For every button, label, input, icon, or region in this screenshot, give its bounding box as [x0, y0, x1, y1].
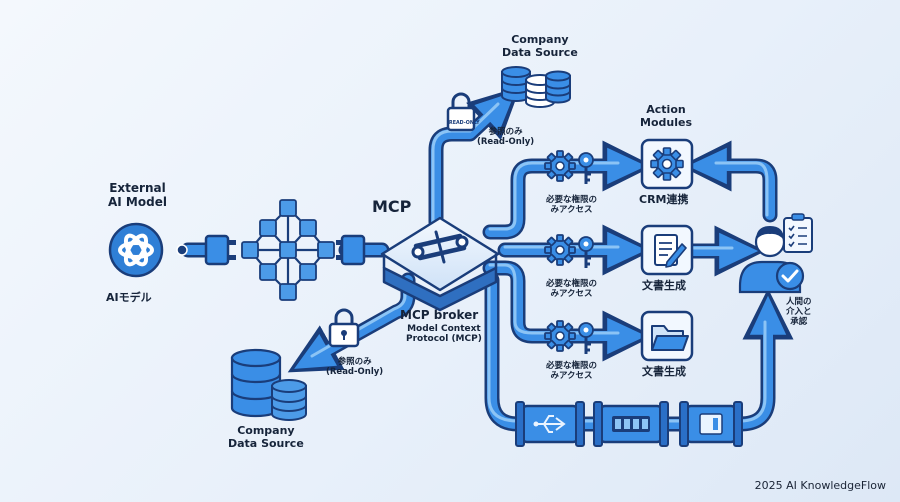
plug-left-icon [204, 234, 236, 266]
folder-module-label: 文書生成 [642, 365, 686, 378]
external-model-heading-line1: External [109, 181, 166, 195]
access-note-3: 必要な権限の みアクセス [546, 361, 598, 382]
bottom-source-label: Company Data Source [228, 424, 304, 450]
bottom-source-label-line2: Data Source [228, 436, 304, 450]
gear-key-icon-2 [544, 234, 594, 268]
checklist-icon [783, 213, 813, 253]
access-note-2: 必要な権限の みアクセス [546, 279, 598, 300]
human-approval-label-line3: 承認 [790, 316, 808, 327]
mcp-broker-title: MCP broker [400, 308, 479, 322]
action-modules-heading-line2: Modules [640, 115, 692, 129]
external-model-heading-line2: AI Model [108, 194, 167, 209]
top-source-label-line2: Data Source [502, 45, 578, 59]
mcp-title: MCP [372, 197, 412, 216]
access-note-1: 必要な権限の みアクセス [546, 195, 598, 216]
gear-key-icon-1 [544, 150, 594, 184]
database-icon-top [501, 66, 571, 108]
human-approval-label: 人間の 介入と 承認 [786, 297, 812, 327]
access-note-2-line2: みアクセス [550, 288, 593, 299]
footer-credit: 2025 AI KnowledgeFlow [754, 479, 886, 492]
external-model-heading: External AI Model [108, 181, 167, 210]
mcp-broker-subtitle: Model Context Protocol (MCP) [406, 324, 482, 345]
connector-dot [176, 244, 188, 256]
lock-icon-bottom [328, 308, 360, 348]
folder-module-box [640, 310, 694, 362]
mcp-broker-tile [380, 216, 500, 312]
mcp-symbol-icon [411, 230, 469, 264]
top-source-access-line1: 参照のみ [488, 127, 523, 137]
access-note-1-line2: みアクセス [550, 204, 593, 215]
top-source-label-line1: Company [511, 33, 569, 46]
access-note-3-line2: みアクセス [550, 370, 593, 381]
plug-right-icon [336, 234, 366, 266]
external-model-caption: AIモデル [106, 291, 152, 304]
read-only-badge: READ-ONLY [449, 121, 480, 126]
lock-icon-top [446, 92, 476, 132]
pipe-segment-usb [515, 401, 585, 447]
document-module-box [640, 224, 694, 276]
pipe-segment-slots [593, 401, 669, 447]
top-source-access-line2: (Read-Only) [477, 136, 535, 147]
top-source-access: 参照のみ (Read-Only) [477, 127, 535, 148]
human-approval-label-line1: 人間の [786, 297, 812, 307]
bottom-source-access-line2: (Read-Only) [326, 366, 384, 377]
bottom-source-access-line1: 参照のみ [337, 357, 372, 367]
access-note-3-line1: 必要な権限の [546, 361, 598, 371]
pipe-bottom-loop [484, 272, 794, 432]
action-modules-heading-line1: Action [646, 103, 686, 116]
gear-key-icon-3 [544, 320, 594, 354]
approval-check-icon [775, 261, 805, 291]
pipe-human-to-crm [680, 140, 778, 223]
mcp-broker-subtitle-line1: Model Context [407, 324, 481, 334]
docgen-module-label: 文書生成 [642, 279, 686, 292]
access-note-2-line1: 必要な権限の [546, 279, 598, 289]
neural-network-icon [241, 199, 335, 301]
bottom-source-label-line1: Company [237, 424, 295, 437]
access-note-1-line1: 必要な権限の [546, 195, 598, 205]
database-icon-bottom [230, 348, 307, 421]
openai-logo-icon [108, 222, 164, 278]
mcp-broker-subtitle-line2: Protocol (MCP) [406, 334, 482, 345]
pipe-segment-module [679, 401, 743, 447]
crm-module-box [640, 138, 694, 190]
human-approval-label-line2: 介入と [786, 306, 812, 317]
action-modules-heading: Action Modules [640, 103, 692, 129]
top-source-label: Company Data Source [502, 33, 578, 59]
bottom-source-access: 参照のみ (Read-Only) [326, 357, 384, 378]
crm-module-label: CRM連携 [639, 193, 689, 206]
